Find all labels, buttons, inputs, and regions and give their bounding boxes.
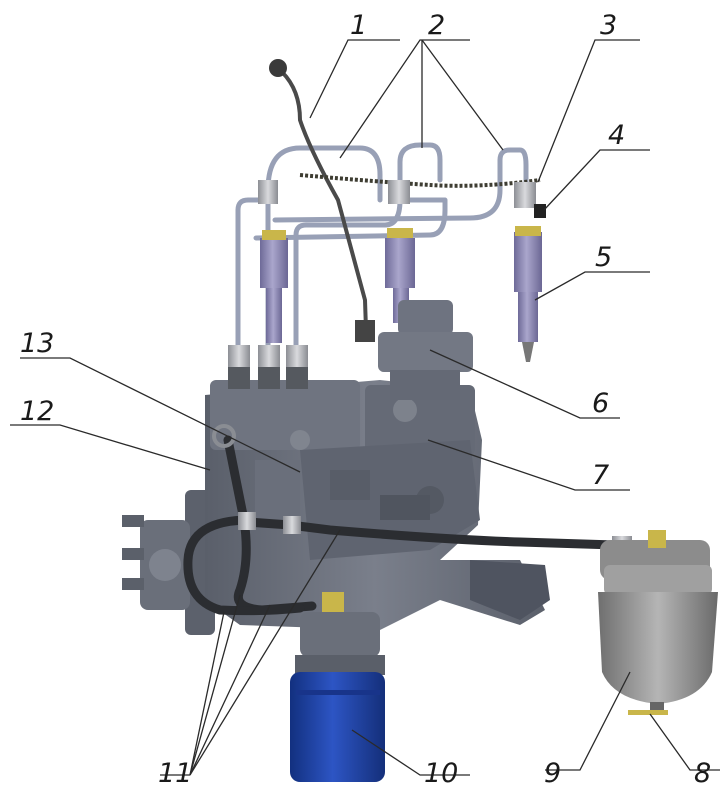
callout-5: 5 — [595, 242, 612, 273]
fine-fuel-filter — [598, 530, 718, 715]
callout-12: 12 — [20, 396, 54, 427]
callout-8: 8 — [694, 758, 711, 789]
delivery-valve-fittings — [228, 345, 308, 389]
callout-11: 11 — [158, 758, 192, 789]
coarse-fuel-filter — [290, 592, 385, 782]
callout-10: 10 — [424, 758, 458, 789]
braided-line — [269, 59, 541, 342]
callout-1: 1 — [350, 10, 367, 41]
callout-4: 4 — [608, 120, 625, 151]
callout-3: 3 — [600, 10, 617, 41]
injectors — [258, 180, 546, 362]
callout-6: 6 — [592, 388, 609, 419]
callout-9: 9 — [544, 758, 561, 789]
callout-13: 13 — [20, 328, 54, 359]
injection-pump-body — [122, 380, 550, 635]
callout-numbers: 1 2 3 4 5 6 7 8 9 10 11 12 13 — [20, 10, 711, 789]
callout-7: 7 — [592, 460, 609, 491]
leader-lines — [10, 39, 720, 776]
callout-2: 2 — [428, 10, 445, 41]
boost-compensator — [378, 300, 473, 400]
fuel-hoses — [183, 435, 620, 616]
